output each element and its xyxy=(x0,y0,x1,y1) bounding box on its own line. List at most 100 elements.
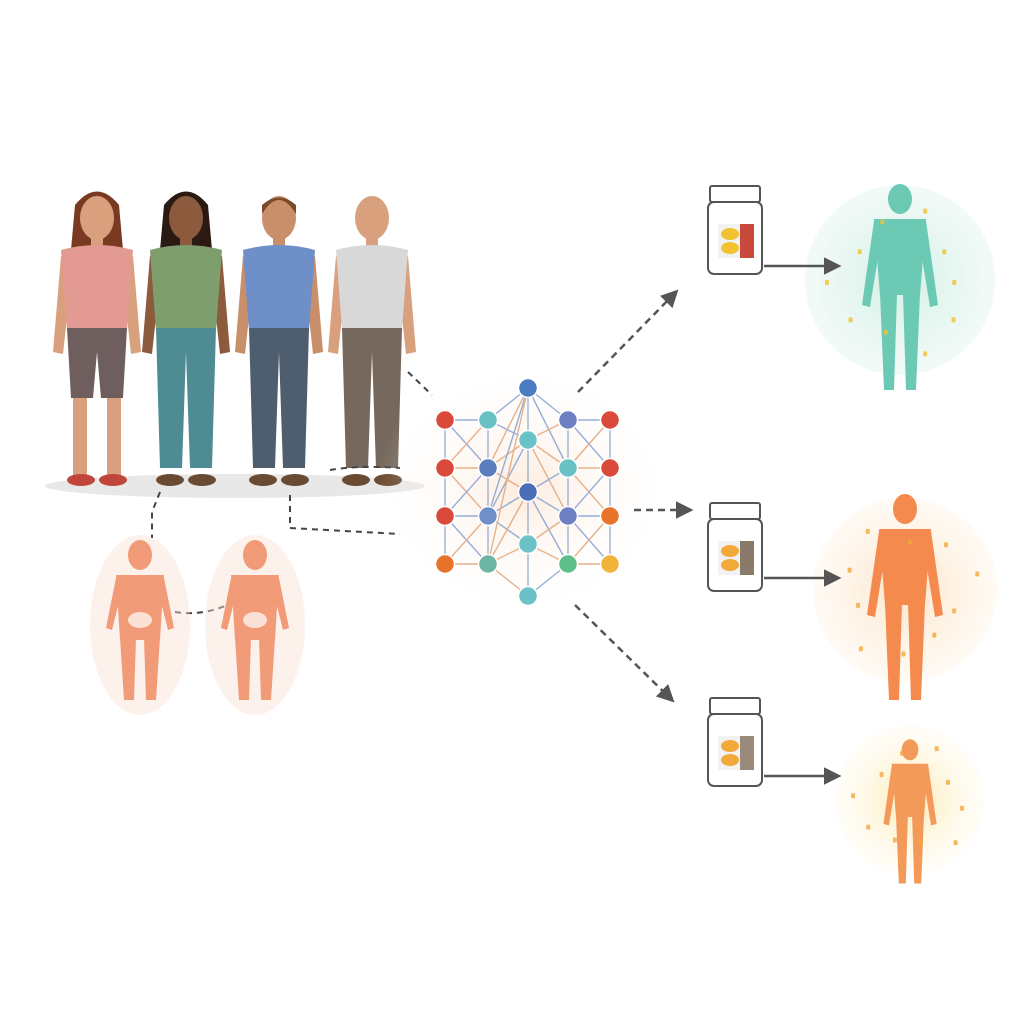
pill xyxy=(721,242,739,254)
body-head xyxy=(888,184,912,214)
bottle-label-band xyxy=(740,224,754,258)
particle xyxy=(851,793,856,799)
scan-highlight xyxy=(243,612,267,628)
pants xyxy=(249,328,309,468)
particle xyxy=(900,750,905,756)
particle xyxy=(934,746,939,752)
network-edge xyxy=(567,515,611,565)
network-edge xyxy=(487,491,529,565)
particle xyxy=(952,280,957,285)
body-left-leg xyxy=(880,293,897,390)
left-shoe xyxy=(249,474,277,486)
pill xyxy=(721,228,739,240)
patients-ground-shadow xyxy=(45,474,425,498)
network-edge xyxy=(444,419,489,469)
scan-right-arm xyxy=(273,578,289,630)
scan-head xyxy=(243,540,267,570)
right-leg xyxy=(107,398,121,476)
scan-head xyxy=(128,540,152,570)
particle xyxy=(907,539,912,545)
network-node-0-0 xyxy=(434,409,456,431)
connector-between-scans xyxy=(174,605,226,615)
particle xyxy=(857,249,862,255)
scan-right-leg xyxy=(259,638,275,700)
outcome-bottom xyxy=(707,697,985,884)
body-right-leg xyxy=(903,293,920,390)
head xyxy=(80,196,114,240)
network-node-1-3 xyxy=(477,553,499,575)
response-particles xyxy=(847,528,980,657)
particle xyxy=(892,837,897,843)
network-edge xyxy=(527,439,569,517)
response-body xyxy=(867,494,943,700)
left-shoe xyxy=(67,474,95,486)
pill xyxy=(721,754,739,766)
body-right-arm xyxy=(922,765,937,826)
bottle-cap xyxy=(709,502,761,520)
network-edge xyxy=(527,387,569,469)
network-node-2-3 xyxy=(517,533,539,555)
network-edge xyxy=(567,419,611,469)
network-node-3-3 xyxy=(557,553,579,575)
body-left-arm xyxy=(867,531,887,617)
left-leg xyxy=(73,398,87,476)
body-left-arm xyxy=(883,765,898,826)
network-node-1-0 xyxy=(477,409,499,431)
particle xyxy=(866,824,871,830)
network-node-2-4 xyxy=(517,585,539,607)
network-node-2-0 xyxy=(517,377,539,399)
scan-highlight xyxy=(128,612,152,628)
particle xyxy=(975,571,980,577)
output-arrows xyxy=(574,289,694,703)
body-right-arm xyxy=(923,531,943,617)
particle xyxy=(901,651,906,657)
medication-bottle xyxy=(707,697,763,787)
network-node-2-2 xyxy=(517,481,539,503)
outcome-top xyxy=(707,184,995,390)
response-body xyxy=(883,739,937,884)
head xyxy=(262,196,296,240)
treatment-outcomes xyxy=(707,184,997,884)
bottle-cap xyxy=(709,697,761,715)
right-shoe xyxy=(99,474,127,486)
patient-woman-long-hair xyxy=(53,191,141,486)
network-node-0-3 xyxy=(434,553,456,575)
connector-ground-to-network xyxy=(329,465,401,471)
bottle-cap xyxy=(709,185,761,203)
network-edge xyxy=(487,387,529,517)
scan-torso xyxy=(231,575,279,640)
bottle-label-band xyxy=(740,541,754,575)
body-right-leg xyxy=(912,815,924,884)
particle xyxy=(879,772,884,778)
pill xyxy=(721,559,739,571)
pill xyxy=(721,740,739,752)
network-node-1-2 xyxy=(477,505,499,527)
particle xyxy=(923,351,928,357)
response-particles xyxy=(851,746,964,846)
pants xyxy=(156,328,216,468)
network-node-4-1 xyxy=(599,457,621,479)
particle xyxy=(856,602,861,608)
particle xyxy=(847,567,852,573)
patient-woman-curly-hair xyxy=(142,191,230,486)
pants xyxy=(67,328,127,398)
head xyxy=(355,196,389,240)
network-node-0-2 xyxy=(434,505,456,527)
body-right-leg xyxy=(908,603,925,700)
network-node-3-2 xyxy=(557,505,579,527)
body-scan-group xyxy=(90,535,305,715)
particle xyxy=(953,840,958,846)
body-head xyxy=(901,739,919,761)
medication-bottle xyxy=(707,185,763,275)
network-edge xyxy=(444,515,489,565)
particle xyxy=(883,329,888,335)
particle xyxy=(880,219,885,225)
body-left-leg xyxy=(885,603,902,700)
network-edge xyxy=(567,467,611,517)
body-torso xyxy=(879,529,931,605)
pants xyxy=(342,328,402,468)
particle xyxy=(944,542,949,548)
body-left-arm xyxy=(862,221,882,307)
network-node-4-2 xyxy=(599,505,621,527)
neural-network xyxy=(434,377,621,607)
